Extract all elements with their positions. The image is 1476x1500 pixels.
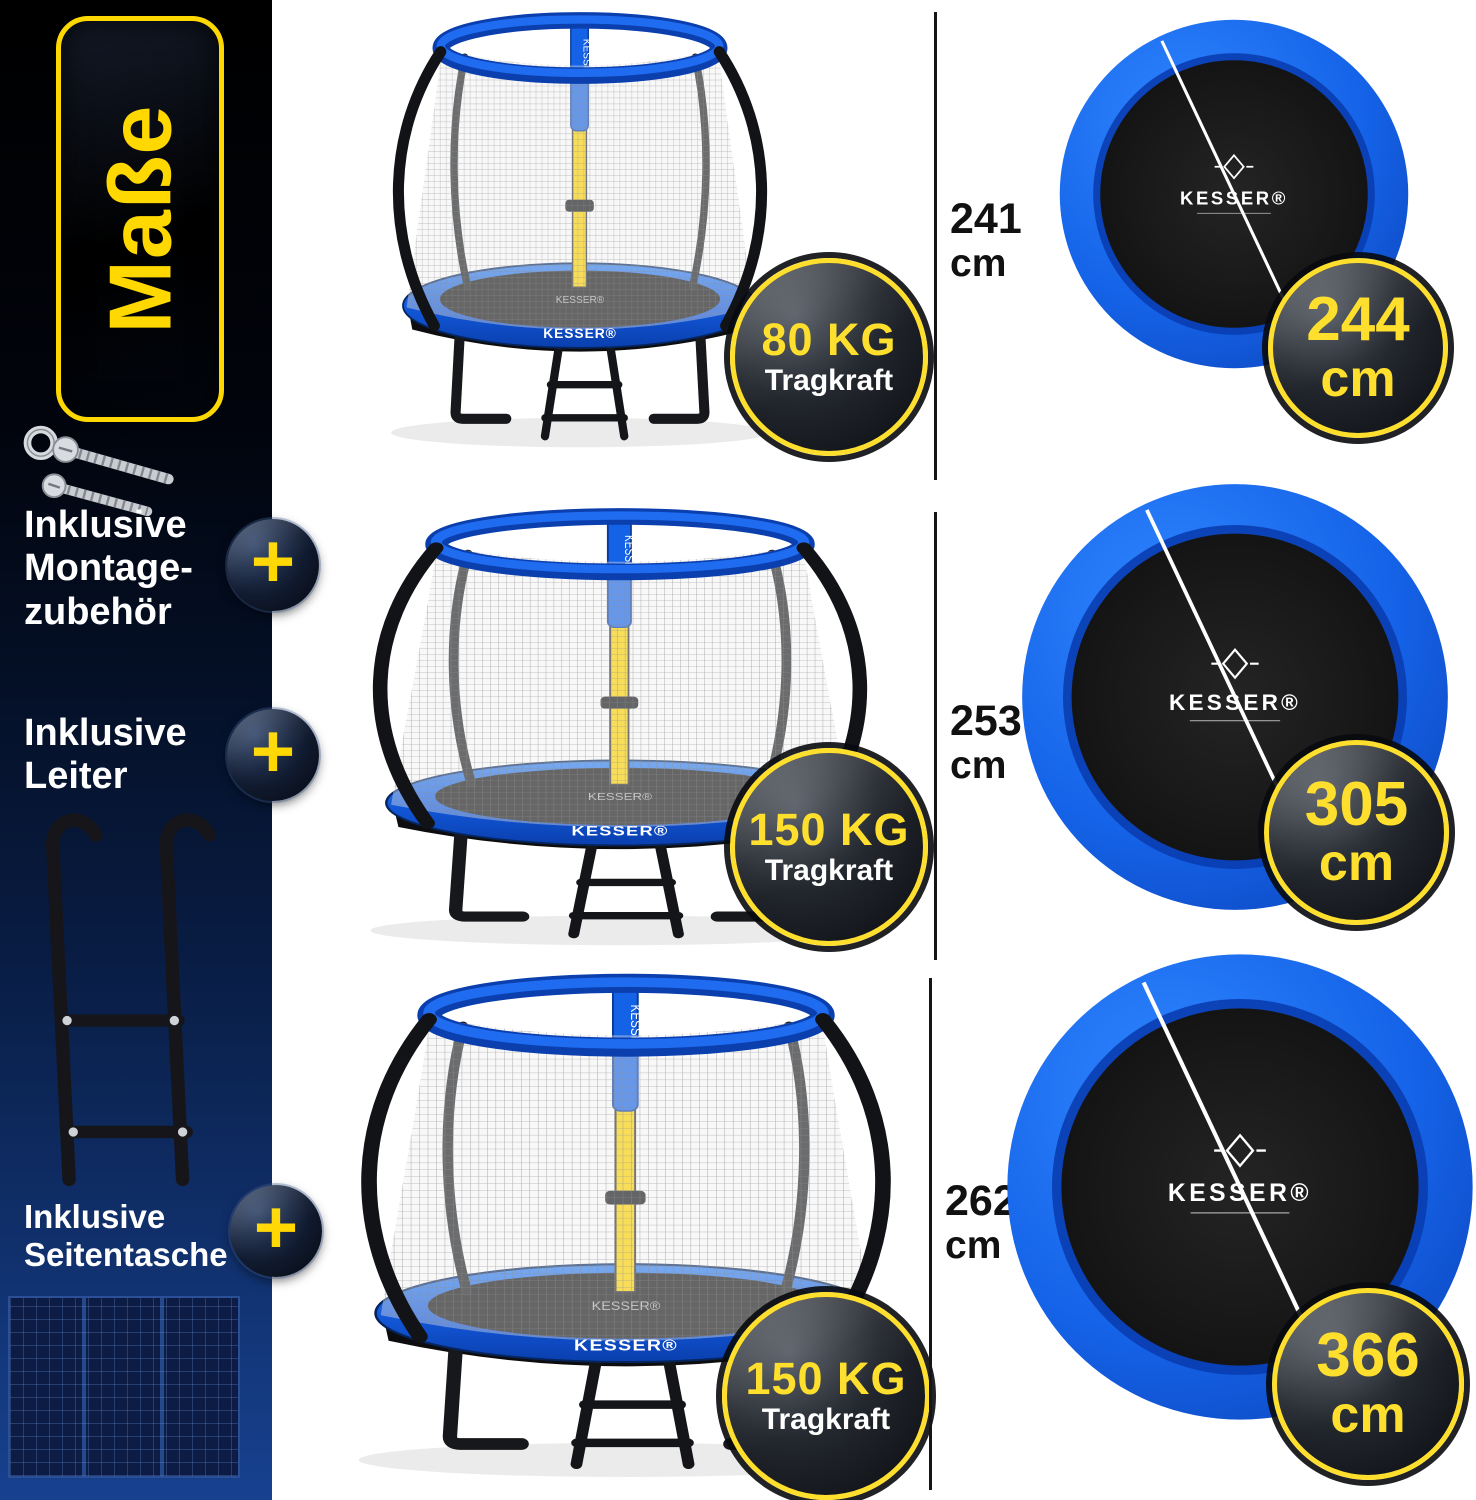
weight-value: 80 KG: [761, 314, 897, 366]
ladder-icon: [36, 806, 224, 1198]
diameter-value: 305: [1304, 769, 1409, 839]
dimensions-title: Maße: [90, 104, 190, 334]
diameter-value: 244: [1306, 285, 1410, 355]
weight-label: Tragkraft: [764, 853, 894, 887]
weight-badge: 150 KG Tragkraft: [730, 748, 928, 946]
sidebar: Maße Inklusive Montage- zubehör Inklusiv…: [0, 0, 272, 1500]
height-label: 262 cm: [945, 1178, 1017, 1268]
plus-icon: +: [230, 1185, 322, 1277]
height-value: 253: [950, 697, 1022, 745]
height-unit: cm: [945, 1224, 1002, 1268]
height-label: 241 cm: [950, 196, 1022, 286]
feature-montagezubehoer-label: Inklusive Montage- zubehör: [24, 504, 193, 633]
height-label: 253 cm: [950, 698, 1022, 788]
weight-badge: 150 KG Tragkraft: [722, 1292, 930, 1500]
weight-label: Tragkraft: [761, 1402, 891, 1436]
height-measure-line: [929, 978, 932, 1490]
trampoline-illustration-small: [368, 2, 792, 462]
plus-icon: +: [227, 709, 319, 801]
weight-value: 150 KG: [748, 804, 910, 856]
plus-glyph: +: [250, 519, 296, 604]
feature-leiter-label: Inklusive Leiter: [24, 712, 187, 798]
weight-badge: 80 KG Tragkraft: [730, 258, 928, 456]
height-value: 241: [950, 195, 1022, 243]
height-unit: cm: [950, 744, 1007, 788]
weight-value: 150 KG: [745, 1353, 907, 1405]
diameter-badge: 244 cm: [1268, 258, 1448, 438]
diameter-badge: 366 cm: [1272, 1288, 1464, 1480]
height-unit: cm: [950, 242, 1007, 286]
dimensions-title-box: Maße: [56, 16, 224, 422]
diameter-badge: 305 cm: [1264, 740, 1449, 925]
diameter-unit: cm: [1330, 1385, 1406, 1444]
weight-label: Tragkraft: [764, 363, 894, 397]
diameter-unit: cm: [1320, 349, 1396, 408]
height-measure-line: [934, 512, 937, 960]
diameter-unit: cm: [1318, 834, 1395, 893]
diameter-value: 366: [1316, 1321, 1420, 1391]
plus-glyph: +: [253, 1185, 299, 1270]
height-measure-line: [934, 12, 937, 480]
side-pocket-image: [8, 1296, 240, 1478]
height-value: 262: [945, 1177, 1017, 1225]
feature-seitentasche-label: Inklusive Seitentasche: [24, 1198, 228, 1273]
plus-glyph: +: [250, 709, 296, 794]
plus-icon: +: [227, 519, 319, 611]
